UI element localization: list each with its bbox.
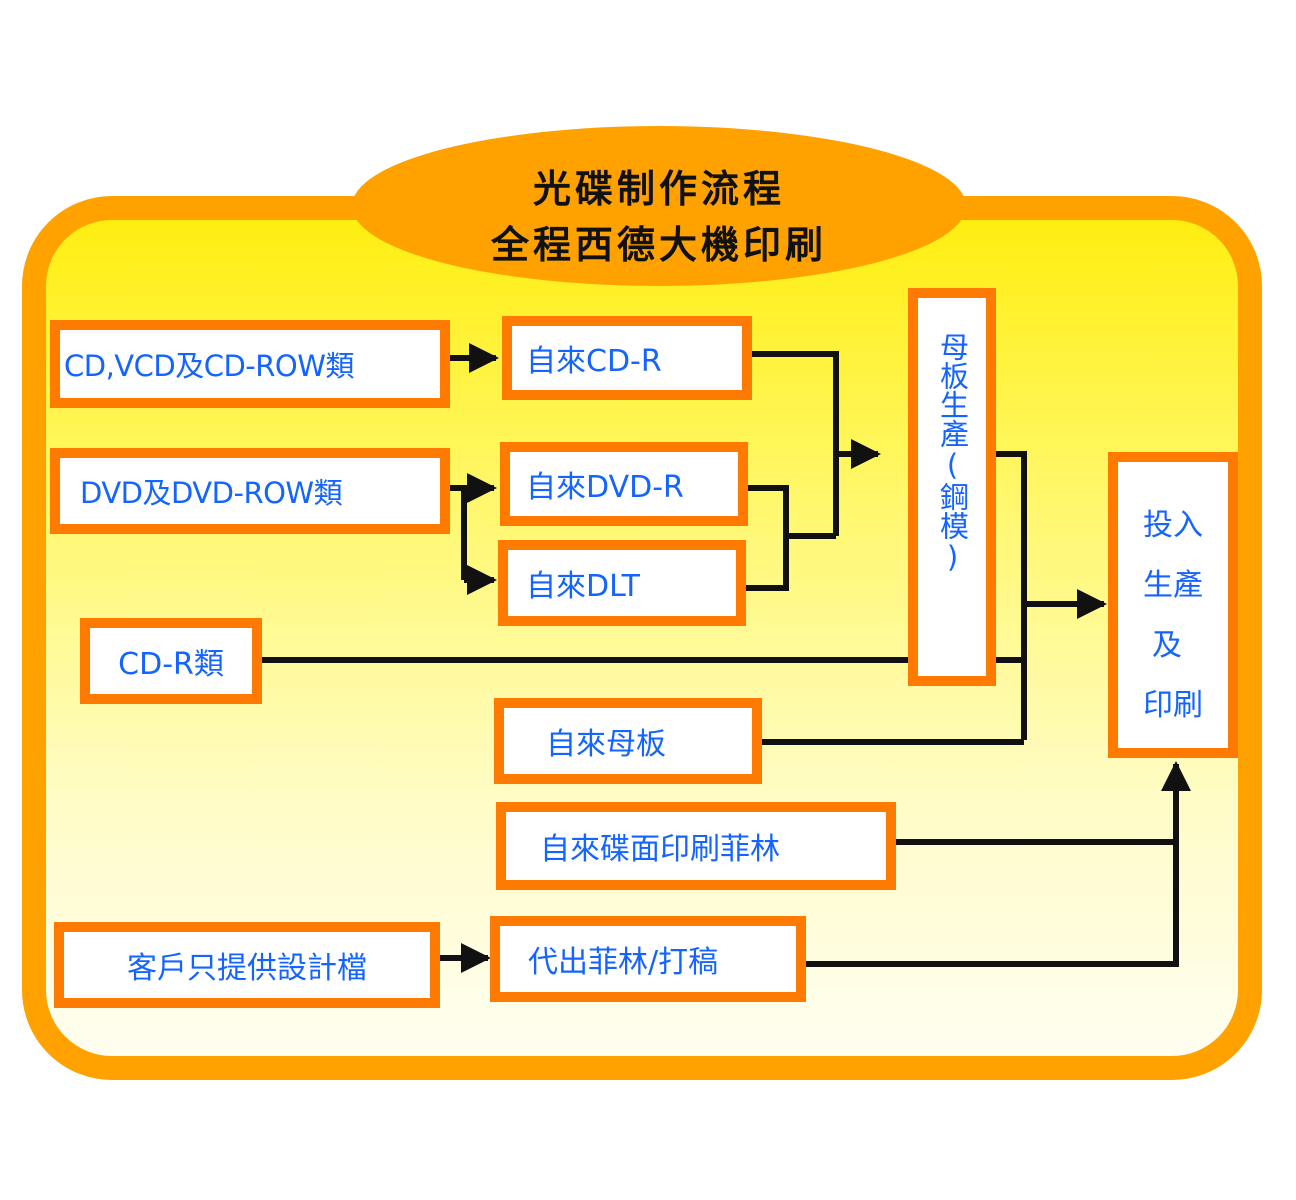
node-production-line-4: 印刷 bbox=[1143, 688, 1203, 723]
connector-selfdlt-merge bbox=[746, 536, 789, 591]
node-dvd-label: DVD及DVD-ROW類 bbox=[80, 476, 343, 510]
arrow-film-proof-to-production bbox=[806, 761, 1191, 967]
node-self-print-film: 自來碟面印刷菲林 bbox=[496, 802, 896, 890]
connector-selfcdr-merge bbox=[752, 351, 839, 536]
node-cd-vcd: CD,VCD及CD-ROW類 bbox=[50, 320, 450, 408]
node-self-master-label: 自來母板 bbox=[546, 727, 666, 762]
node-self-dvdr-label: 自來DVD-R bbox=[526, 470, 684, 505]
node-self-dvdr: 自來DVD-R bbox=[500, 442, 748, 526]
connector-master-production-out bbox=[996, 451, 1027, 740]
node-film-proof-label: 代出菲林/打稿 bbox=[528, 945, 719, 980]
connector-selfdvdr-merge bbox=[748, 485, 836, 539]
node-film-proof: 代出菲林/打稿 bbox=[490, 916, 806, 1002]
node-cd-vcd-label: CD,VCD及CD-ROW類 bbox=[64, 349, 354, 383]
node-self-dlt-label: 自來DLT bbox=[526, 569, 641, 604]
title-oval bbox=[352, 126, 966, 286]
node-production-line-1: 投入 bbox=[1143, 508, 1203, 543]
node-cdr-type: CD-R類 bbox=[80, 618, 262, 704]
node-production-line-3: 及 bbox=[1152, 628, 1182, 663]
node-cdr-type-label: CD-R類 bbox=[118, 647, 224, 682]
diagram-title: 光碟制作流程 bbox=[532, 167, 785, 211]
node-self-cdr: 自來CD-R bbox=[502, 316, 752, 400]
node-production-line-2: 生產 bbox=[1143, 568, 1203, 603]
diagram-subtitle: 全程西德大機印刷 bbox=[490, 223, 827, 267]
node-self-print-film-label: 自來碟面印刷菲林 bbox=[540, 832, 780, 867]
node-master-production: 母板生產(鋼模) bbox=[908, 288, 996, 686]
node-dvd: DVD及DVD-ROW類 bbox=[50, 448, 450, 534]
node-client: 客戶只提供設計檔 bbox=[54, 922, 440, 1008]
node-master-production-label: 母板生產(鋼模) bbox=[935, 332, 970, 574]
node-self-master: 自來母板 bbox=[494, 698, 762, 784]
node-self-dlt: 自來DLT bbox=[498, 540, 746, 626]
node-production: 投入 生產 及 印刷 bbox=[1108, 452, 1238, 758]
node-self-cdr-label: 自來CD-R bbox=[526, 344, 662, 379]
node-client-label: 客戶只提供設計檔 bbox=[127, 951, 367, 986]
